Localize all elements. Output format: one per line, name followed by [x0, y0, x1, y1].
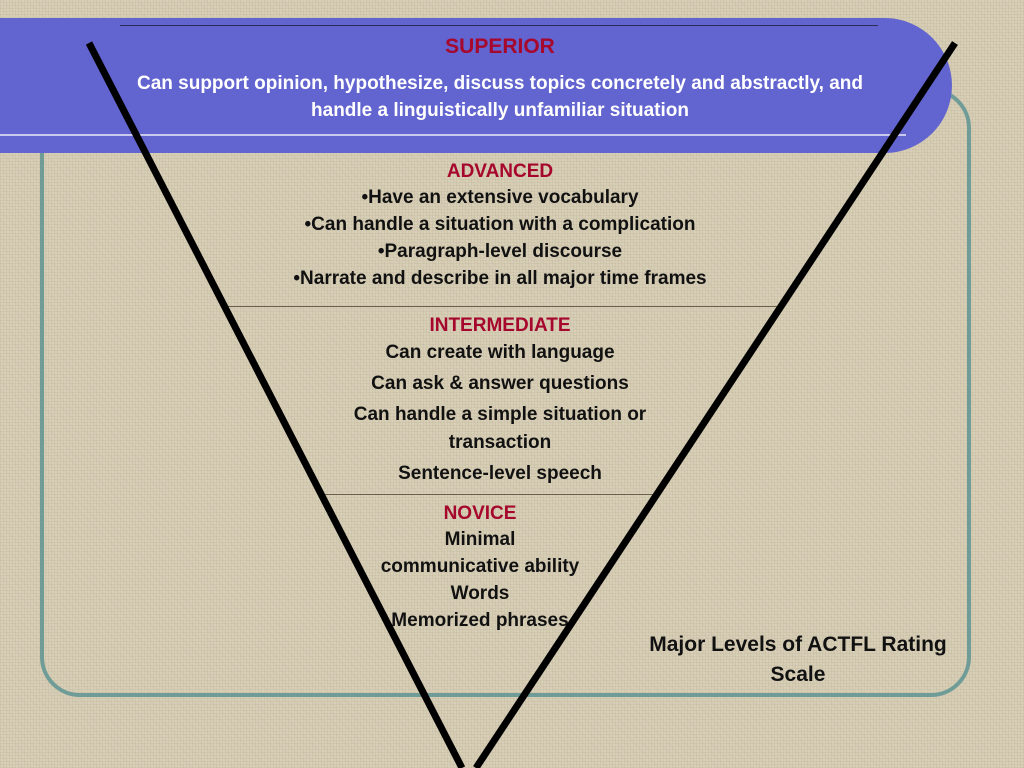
- novice-item: Minimal communicative ability: [380, 529, 580, 577]
- advanced-item: •Narrate and describe in all major time …: [293, 268, 707, 289]
- advanced-item: •Have an extensive vocabulary: [361, 187, 639, 208]
- novice-level: NOVICE Minimal communicative ability Wor…: [380, 502, 580, 634]
- intermediate-title: INTERMEDIATE: [429, 315, 571, 336]
- advanced-item: •Paragraph-level discourse: [377, 241, 623, 262]
- triangle-left-edge: [85, 41, 466, 768]
- advanced-level: ADVANCED •Have an extensive vocabulary •…: [230, 160, 770, 292]
- triangle-right-edge: [473, 41, 958, 768]
- intermediate-item: Sentence-level speech: [398, 463, 602, 484]
- novice-title: NOVICE: [443, 503, 517, 524]
- intermediate-item: Can handle a simple situation or transac…: [353, 404, 647, 453]
- divider-intermediate-novice: [320, 494, 656, 495]
- intermediate-level: INTERMEDIATE Can create with language Ca…: [300, 314, 700, 488]
- superior-banner: [0, 18, 952, 153]
- superior-level: SUPERIOR Can support opinion, hypothesiz…: [110, 34, 890, 124]
- advanced-title: ADVANCED: [446, 161, 554, 182]
- banner-top-line: [120, 25, 878, 26]
- advanced-item: •Can handle a situation with a complicat…: [304, 214, 696, 235]
- divider-advanced-intermediate: [222, 306, 778, 307]
- diagram-caption: Major Levels of ACTFL Rating Scale: [649, 633, 947, 686]
- intermediate-item: Can create with language: [385, 342, 615, 363]
- novice-item: Words: [450, 583, 510, 604]
- superior-description: Can support opinion, hypothesize, discus…: [136, 73, 863, 121]
- banner-bottom-line: [0, 134, 906, 136]
- superior-title: SUPERIOR: [445, 35, 555, 58]
- intermediate-item: Can ask & answer questions: [371, 373, 629, 394]
- novice-item: Memorized phrases: [391, 610, 569, 631]
